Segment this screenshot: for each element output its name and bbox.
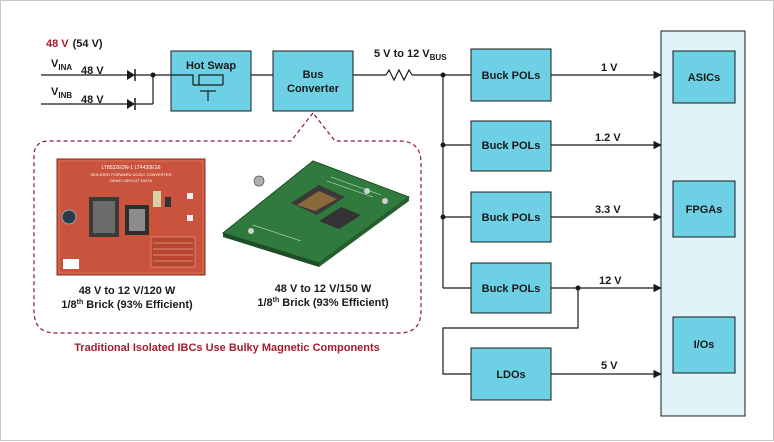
buck-pol-label-3: Buck POLs — [482, 212, 541, 224]
bus-voltage-label: 5 V to 12 VBUS — [374, 48, 447, 62]
brick-150w-caption-1: 48 V to 12 V/150 W — [275, 283, 372, 295]
bus-converter-label-2: Converter — [287, 83, 340, 95]
buck-pol-block-4 — [470, 262, 552, 314]
board-text-2: ISOLATED FORWARD DC/DC CONVERTER — [91, 172, 172, 177]
input-voltage-label: 48 V — [46, 38, 69, 50]
ldo-feed-wire — [442, 288, 579, 375]
buck-pol-block-2 — [470, 120, 552, 172]
ldo-label: LDOs — [496, 369, 525, 381]
asics-block — [672, 50, 736, 104]
mosfet-icon — [171, 74, 224, 101]
board-text-3: DEMO CIRCUIT 1007A — [110, 178, 152, 183]
fpgas-label: FPGAs — [686, 204, 723, 216]
rail-label-12v: 12 V — [599, 275, 622, 287]
hot-swap-block — [170, 50, 252, 112]
fpgas-block — [672, 180, 736, 238]
brick-120w-caption-1: 48 V to 12 V/120 W — [79, 285, 176, 297]
rail-label-3v3: 3.3 V — [595, 204, 621, 216]
rail-label-1v: 1 V — [601, 62, 618, 74]
resistor-icon — [385, 68, 413, 82]
svg-text:48 V(54 V): 48 V (54 V) — [46, 38, 103, 50]
asics-label: ASICs — [688, 72, 720, 84]
bus-converter-label-1: Bus — [303, 69, 324, 81]
vinb-label: VINB — [51, 86, 72, 100]
input-voltage-alt: (54 V) — [73, 38, 103, 50]
diode-b-icon — [127, 98, 136, 110]
ios-label: I/Os — [694, 339, 715, 351]
buck-pol-label-4: Buck POLs — [482, 283, 541, 295]
ios-block — [672, 316, 736, 374]
board-text-1: LT8532EDN-1 LT4430ES6 — [101, 165, 160, 171]
buck-pol-label-2: Buck POLs — [482, 140, 541, 152]
buck-pol-block-3 — [470, 191, 552, 243]
hot-swap-label: Hot Swap — [186, 60, 236, 72]
diode-a-icon — [127, 69, 136, 81]
brick-120w-caption-2: 1/8th Brick (93% Efficient) — [61, 299, 193, 311]
vina-value: 48 V — [81, 65, 104, 77]
vina-label: VINA — [51, 58, 72, 72]
rail-label-5v: 5 V — [601, 360, 618, 372]
bus-converter-block — [272, 50, 354, 112]
vinb-value: 48 V — [81, 94, 104, 106]
brick-120w-photo: LT8532EDN-1 LT4430ES6 ISOLATED FORWARD D… — [56, 158, 206, 276]
rail-label-1v2: 1.2 V — [595, 132, 621, 144]
brick-150w-photo — [221, 160, 411, 267]
brick-150w-caption-2: 1/8th Brick (93% Efficient) — [257, 297, 389, 309]
callout-caption: Traditional Isolated IBCs Use Bulky Magn… — [74, 342, 380, 354]
buck-pol-label-1: Buck POLs — [482, 70, 541, 82]
